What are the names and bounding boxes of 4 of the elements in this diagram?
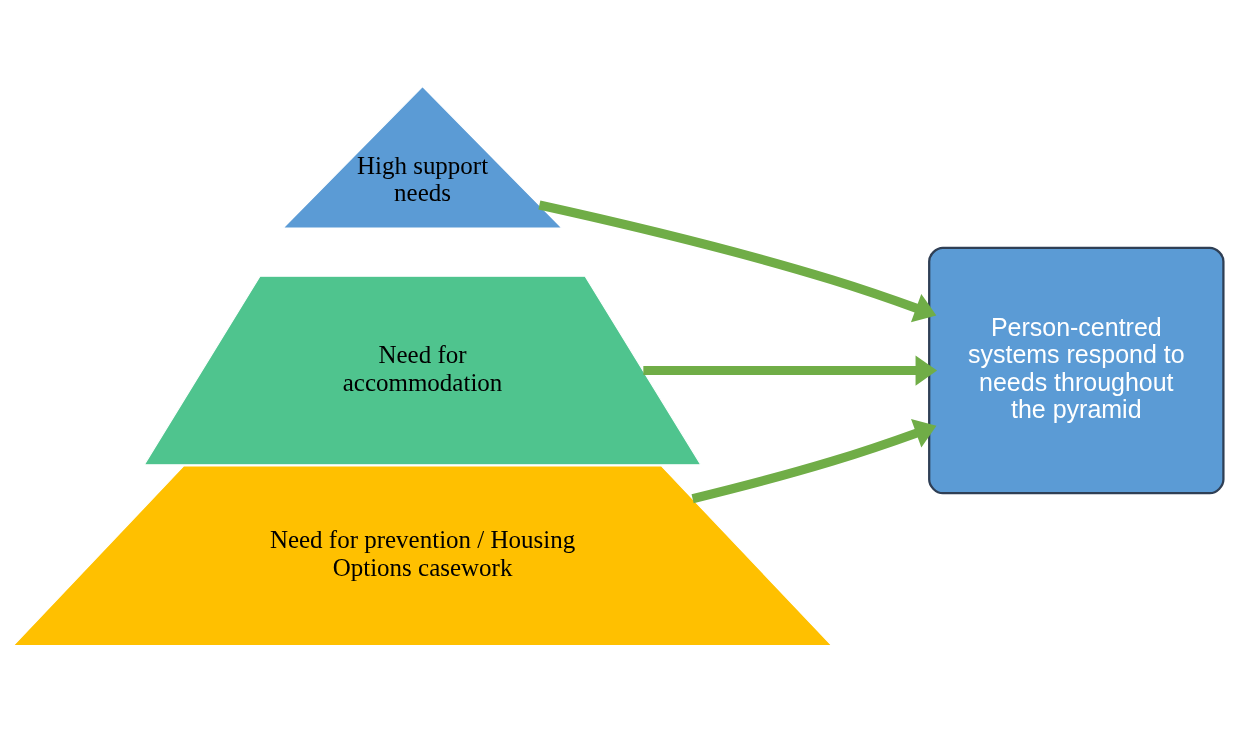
arrow	[691, 418, 937, 503]
node-box: Person-centred systems respond to needs throughout the pyramid	[928, 246, 1225, 494]
arrow	[643, 354, 938, 386]
arrow	[538, 200, 937, 322]
